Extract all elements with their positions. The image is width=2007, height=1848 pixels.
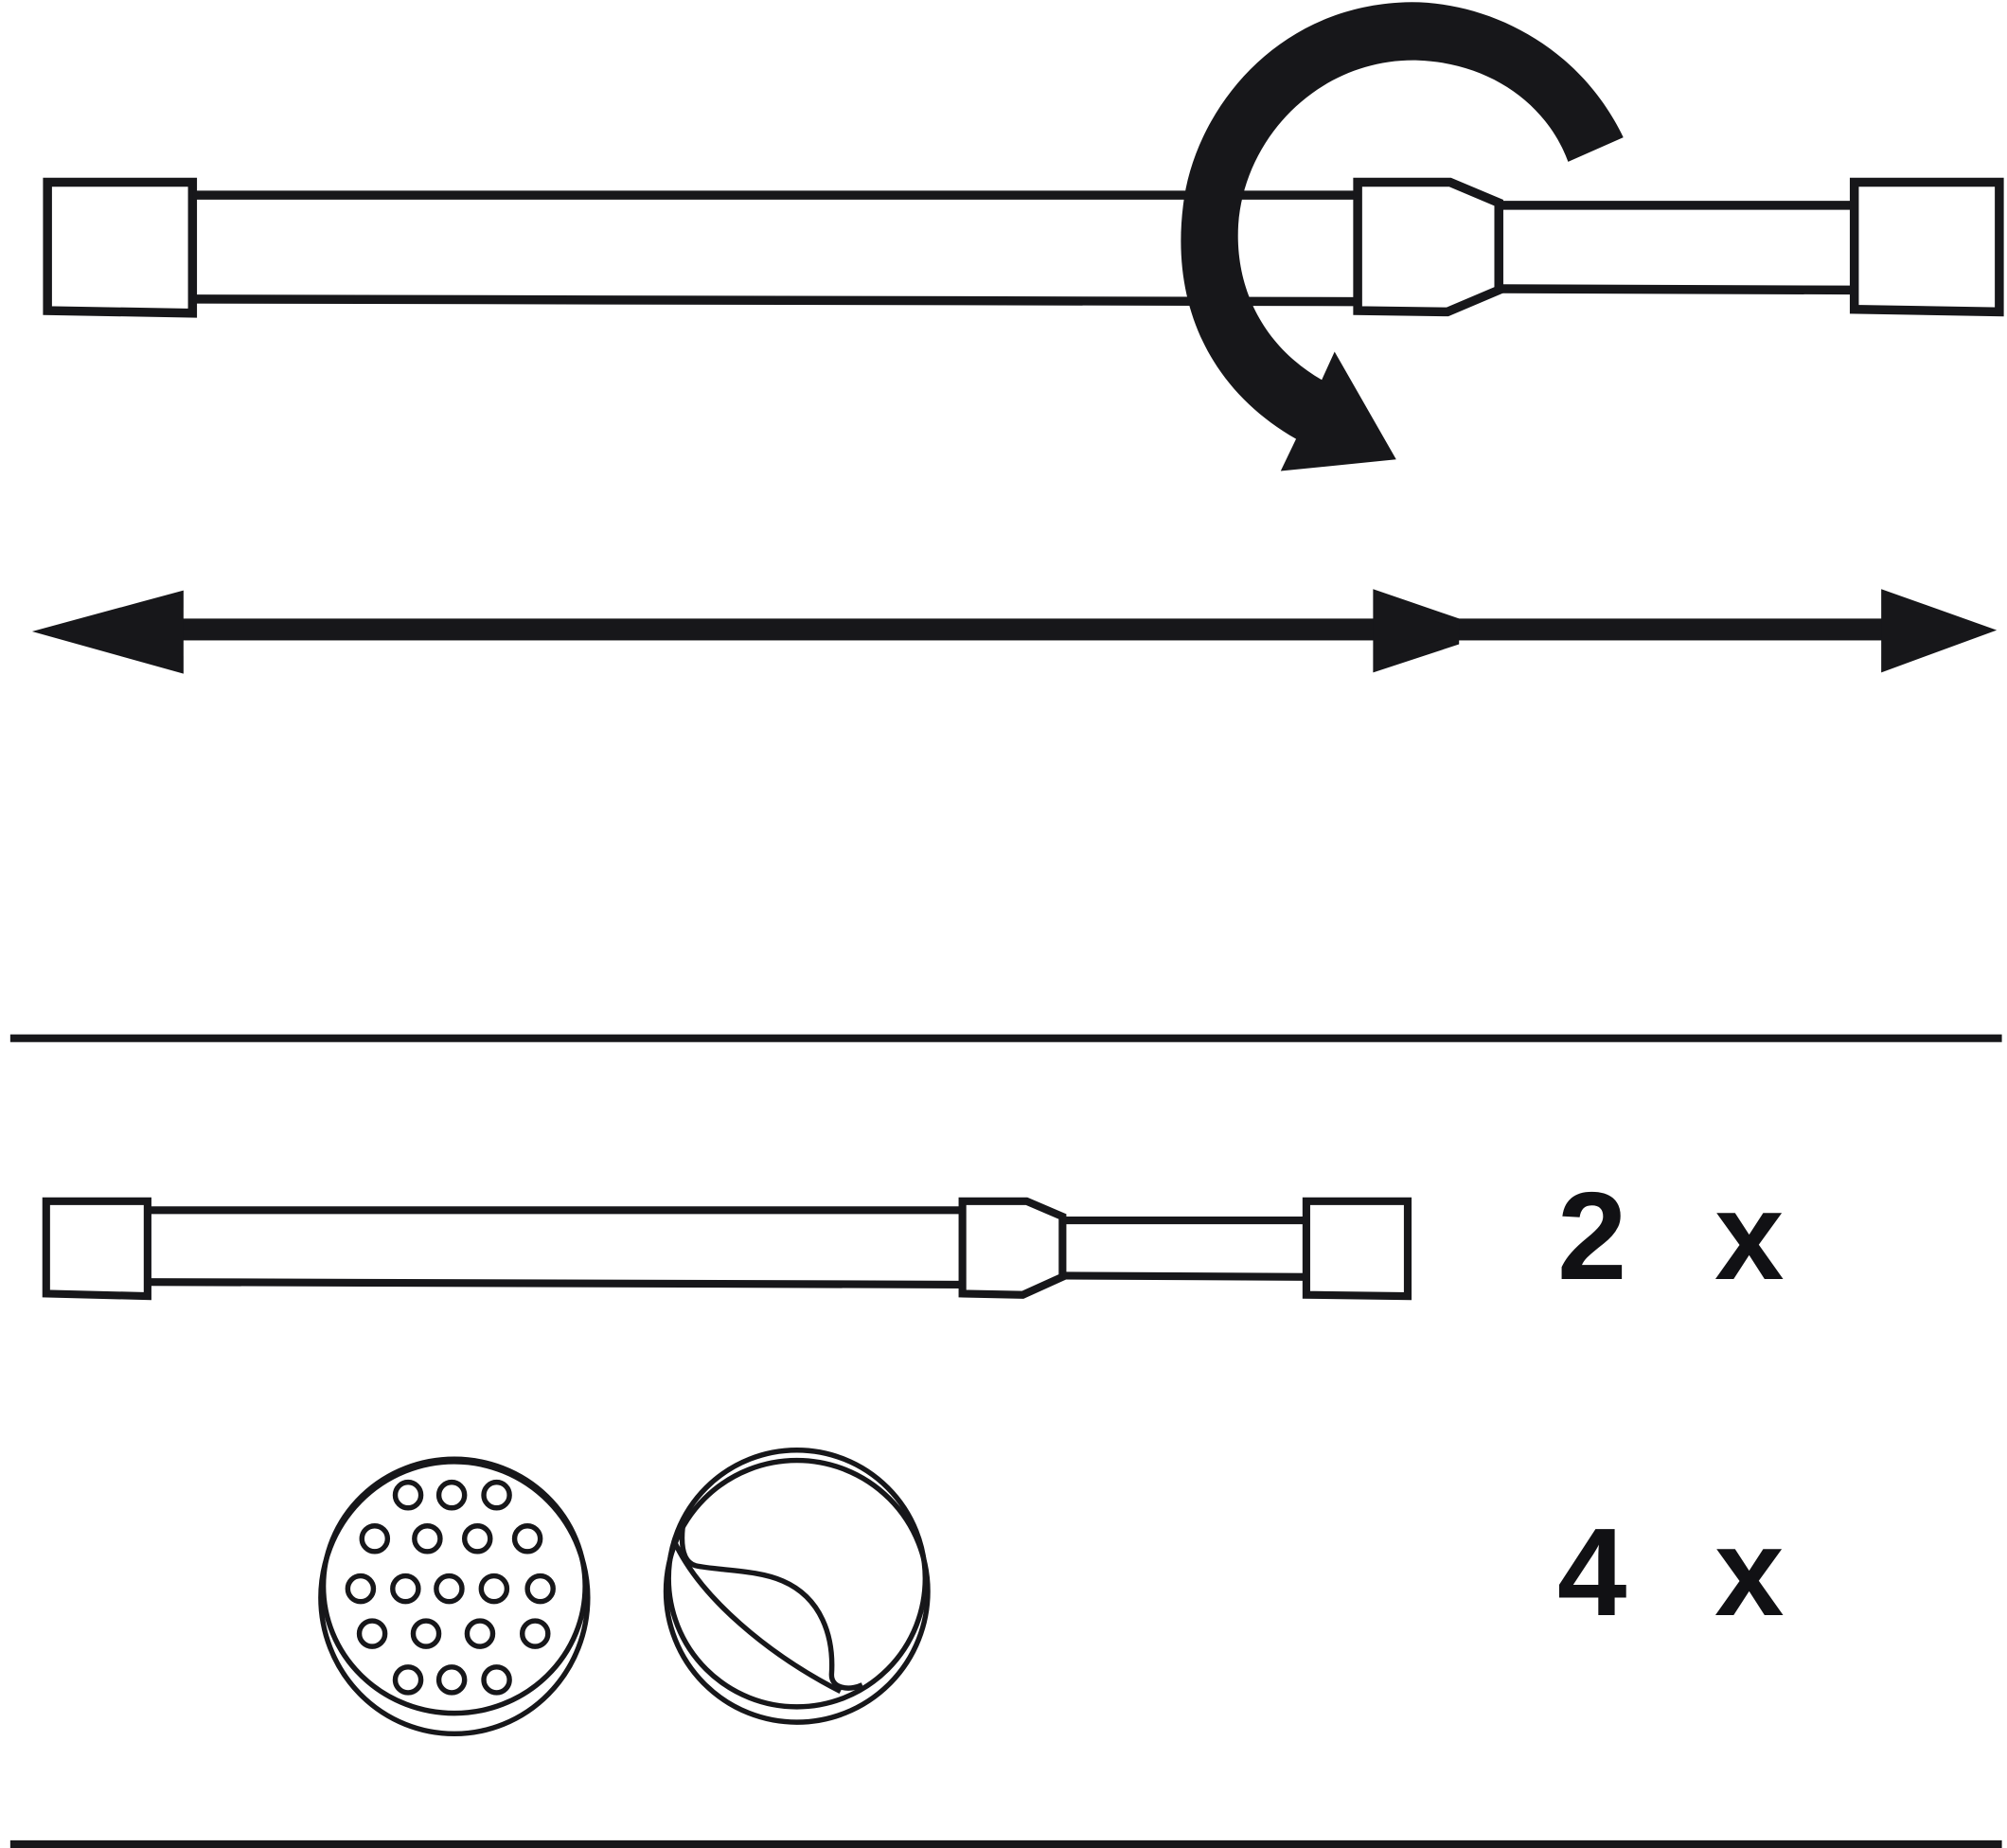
rod-assembled-icon — [43, 177, 2004, 318]
pad-quantity-label: 4 x — [1557, 1502, 1811, 1642]
rod-quantity-label: 2 x — [1557, 1166, 1811, 1306]
rod-item-icon — [42, 1197, 1412, 1301]
extend-arrow-icon — [31, 589, 1998, 674]
rotate-arrow-icon — [1181, 2, 1624, 471]
adhesive-pad-peel-icon — [663, 1448, 931, 1725]
adhesive-pad-dotted-icon — [318, 1456, 591, 1737]
